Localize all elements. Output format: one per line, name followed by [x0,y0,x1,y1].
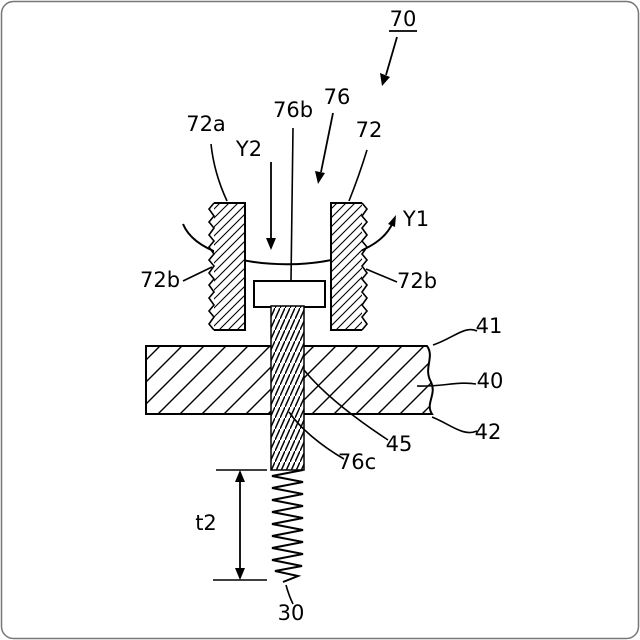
label-76c: 76c [338,450,376,474]
label-72b-right: 72b [397,269,437,293]
chuck-right-column [330,202,369,331]
chuck-left-column [207,202,246,331]
label-72: 72 [356,118,383,142]
leader-72 [348,149,368,202]
label-76b: 76b [273,98,313,122]
label-40: 40 [477,369,504,393]
pointer-70 [380,36,398,86]
leader-72a [210,143,228,202]
label-72b-left: 72b [140,268,180,292]
leader-45 [303,369,389,441]
label-t2: t2 [195,511,217,535]
leader-76c [288,411,345,460]
leader-76b [290,127,294,282]
screw-shank [270,305,305,471]
leader-41 [432,328,478,346]
knurled-edge-left [207,202,216,331]
screw-tip-thread [271,469,304,583]
rotation-arrow-ellipse [182,215,396,266]
knurled-edge-right [360,202,369,331]
label-45: 45 [386,432,413,456]
leader-42 [431,416,478,434]
label-y2: Y2 [235,137,262,161]
label-30: 30 [278,601,305,625]
y2-arrow [266,162,276,250]
t2-dimension [213,469,267,581]
label-y1: Y1 [402,207,429,231]
leader-40 [416,382,477,387]
pointer-76 [315,112,334,184]
label-76: 76 [324,85,351,109]
leader-72b-right [365,268,398,283]
screw-head [253,280,326,308]
label-42: 42 [475,420,502,444]
label-41: 41 [476,314,503,338]
label-72a: 72a [186,112,226,136]
leader-72b-left [182,266,213,282]
label-70: 70 [390,7,417,31]
leader-30 [285,584,294,605]
